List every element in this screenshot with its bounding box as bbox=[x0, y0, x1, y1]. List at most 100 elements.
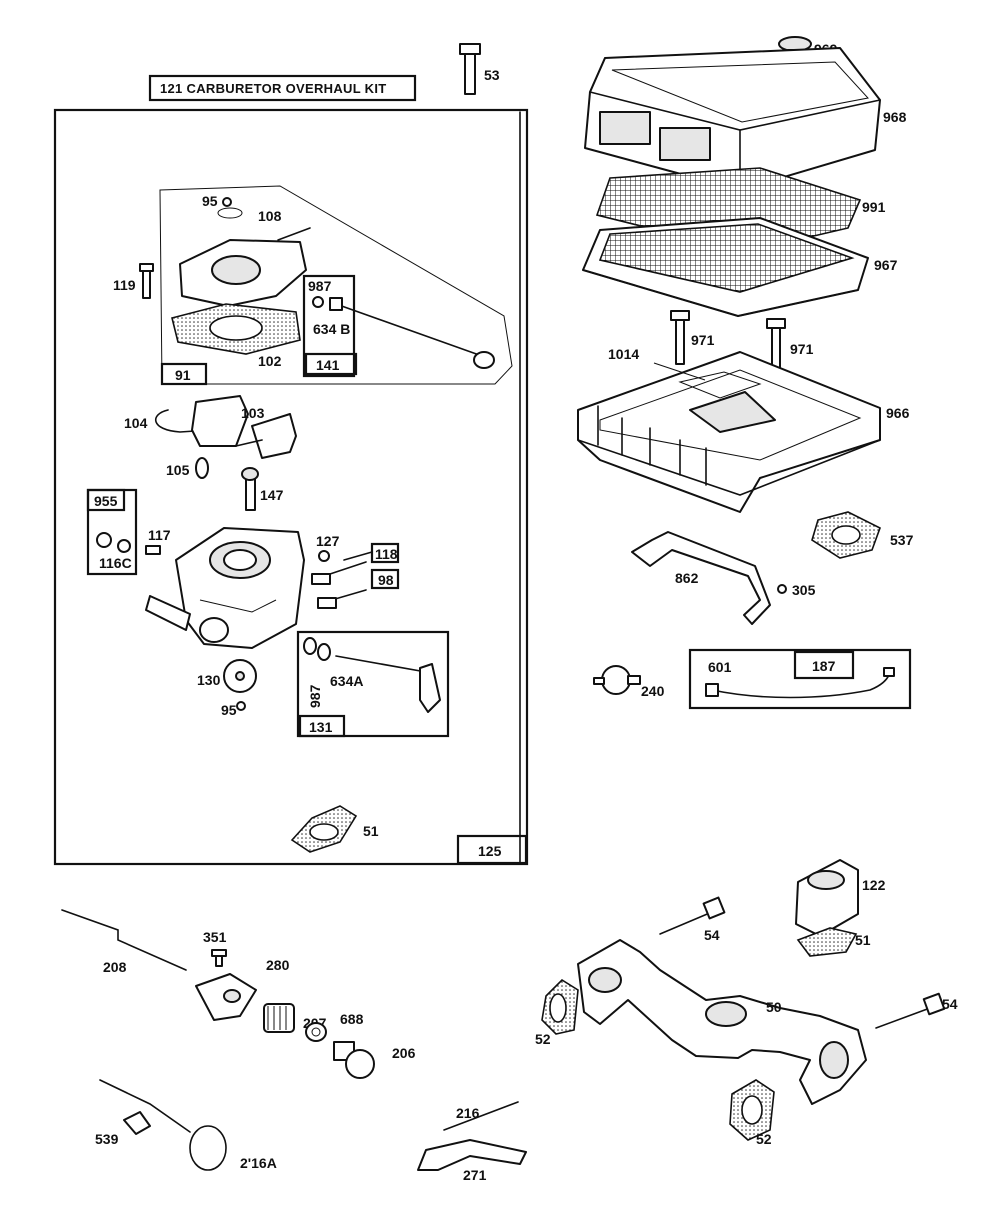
callout-305: 305 bbox=[792, 582, 816, 598]
callout-54-upper: 54 bbox=[704, 927, 720, 943]
part-971-bolts: 971 971 bbox=[670, 310, 814, 373]
part-carb-upper-body bbox=[179, 227, 311, 307]
callout-187: 187 bbox=[812, 658, 836, 674]
part-102-gasket: 102 bbox=[171, 303, 301, 369]
callout-216a: 2'16A bbox=[240, 1155, 277, 1171]
part-539-216a-link: 539 2'16A bbox=[95, 1079, 277, 1171]
part-127-screw: 127 bbox=[316, 533, 340, 562]
part-103-104-float: 104 103 bbox=[124, 395, 297, 459]
kit-title-box bbox=[148, 74, 417, 102]
callout-601: 601 bbox=[708, 659, 732, 675]
callout-271: 271 bbox=[463, 1167, 487, 1183]
part-131-kit: 131 987 634A bbox=[296, 630, 450, 738]
callout-122: 122 bbox=[862, 877, 886, 893]
callout-51-manifold: 51 bbox=[855, 932, 871, 948]
part-967-filter-element: 967 bbox=[582, 217, 898, 317]
callout-967: 967 bbox=[874, 257, 898, 273]
callout-116c: 116C bbox=[99, 555, 132, 571]
part-130-95-diaphragm: 130 95 bbox=[197, 659, 257, 718]
callout-351: 351 bbox=[203, 929, 227, 945]
callout-147: 147 bbox=[260, 487, 284, 503]
kit-outer-frame bbox=[53, 108, 529, 866]
part-51-gasket-kit: 51 bbox=[290, 805, 379, 853]
callout-968: 968 bbox=[883, 109, 907, 125]
callout-91: 91 bbox=[175, 367, 191, 383]
callout-118: 118 bbox=[375, 546, 398, 562]
callout-688: 688 bbox=[340, 1011, 364, 1027]
part-280-bracket: 280 bbox=[195, 957, 290, 1021]
part-862-bracket: 862 305 bbox=[631, 531, 816, 625]
part-688-washer: 688 bbox=[305, 1011, 364, 1042]
callout-216: 216 bbox=[456, 1105, 480, 1121]
callout-634b: 634 B bbox=[313, 321, 350, 337]
callout-53: 53 bbox=[484, 67, 500, 83]
callout-539: 539 bbox=[95, 1131, 119, 1147]
callout-240: 240 bbox=[641, 683, 665, 699]
callout-50: 50 bbox=[766, 999, 782, 1015]
callout-206: 206 bbox=[392, 1045, 416, 1061]
part-carb-main-body bbox=[145, 527, 305, 649]
part-53-bolt: 53 bbox=[459, 43, 500, 95]
part-52-gasket-left: 52 bbox=[535, 978, 579, 1047]
part-50-manifold: 50 bbox=[577, 939, 867, 1105]
callout-537: 537 bbox=[890, 532, 914, 548]
part-54-bolt-right: 54 bbox=[875, 992, 958, 1029]
callout-103: 103 bbox=[241, 405, 265, 421]
callout-127: 127 bbox=[316, 533, 340, 549]
kit-91-141-region: 91 141 987 634 B bbox=[159, 185, 513, 386]
callout-125: 125 bbox=[478, 843, 502, 859]
part-119-screw: 119 bbox=[113, 263, 154, 299]
part-240-valve: 240 bbox=[593, 665, 665, 699]
callout-104: 104 bbox=[124, 415, 148, 431]
part-351-screw: 351 bbox=[203, 929, 227, 967]
callout-280: 280 bbox=[266, 957, 290, 973]
callout-1014: 1014 bbox=[608, 346, 639, 362]
part-117-screw: 117 bbox=[145, 527, 171, 555]
callout-52-left: 52 bbox=[535, 1031, 551, 1047]
callout-95-top: 95 bbox=[202, 193, 218, 209]
part-206-nut: 206 bbox=[333, 1041, 416, 1079]
callout-119: 119 bbox=[113, 277, 136, 293]
part-54-bolt-upper: 54 bbox=[659, 896, 726, 943]
part-51-gasket-manifold: 51 bbox=[796, 927, 871, 957]
callout-117: 117 bbox=[148, 527, 171, 543]
callout-51-kit: 51 bbox=[363, 823, 379, 839]
part-966-base: 1014 966 bbox=[577, 346, 910, 513]
callout-130: 130 bbox=[197, 672, 221, 688]
callout-98: 98 bbox=[378, 572, 394, 588]
callout-95-bottom: 95 bbox=[221, 702, 237, 718]
part-125-box bbox=[456, 834, 528, 865]
part-968-cover: 968 bbox=[584, 47, 907, 191]
callout-108: 108 bbox=[258, 208, 282, 224]
callout-208: 208 bbox=[103, 959, 127, 975]
part-147-screw: 147 bbox=[241, 467, 284, 511]
callout-987-top: 987 bbox=[308, 278, 332, 294]
callout-102: 102 bbox=[258, 353, 282, 369]
callout-862: 862 bbox=[675, 570, 699, 586]
callout-966: 966 bbox=[886, 405, 910, 421]
part-118-98-needles: 118 98 bbox=[311, 542, 400, 609]
callout-54-right: 54 bbox=[942, 996, 958, 1012]
part-52-gasket-bottom: 52 bbox=[729, 1079, 775, 1147]
callout-105: 105 bbox=[166, 462, 190, 478]
callout-991: 991 bbox=[862, 199, 886, 215]
part-955-kit: 955 116C bbox=[86, 488, 138, 576]
callout-131: 131 bbox=[309, 719, 333, 735]
callout-955: 955 bbox=[94, 493, 118, 509]
callout-634a: 634A bbox=[330, 673, 363, 689]
part-208-rod: 208 bbox=[61, 909, 187, 975]
callout-52-bottom: 52 bbox=[756, 1131, 772, 1147]
part-105-needle: 105 bbox=[166, 457, 209, 479]
part-187-kit: 187 601 bbox=[688, 648, 912, 710]
part-95-108-screw: 95 108 bbox=[202, 193, 282, 224]
part-537-gasket: 537 bbox=[811, 511, 914, 559]
part-216-271-lever: 216 271 bbox=[417, 1101, 527, 1183]
callout-141: 141 bbox=[316, 357, 340, 373]
kit-title: 121 CARBURETOR OVERHAUL KIT bbox=[160, 81, 387, 96]
part-122-elbow: 122 bbox=[795, 859, 886, 937]
callout-987-bottom: 987 bbox=[307, 684, 323, 708]
callout-971-left: 971 bbox=[691, 332, 715, 348]
carburetor-kit-frame: 121 CARBURETOR OVERHAUL KIT 125 bbox=[53, 74, 529, 866]
callout-971-right: 971 bbox=[790, 341, 814, 357]
